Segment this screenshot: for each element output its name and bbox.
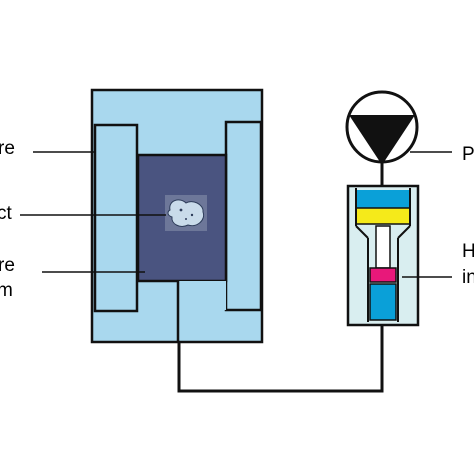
label-right-1: P bbox=[462, 144, 474, 165]
vessel-bottom-channel bbox=[178, 281, 226, 310]
label-left-2: ct bbox=[0, 203, 13, 224]
connecting-pipe bbox=[177, 323, 384, 393]
yellow-piston-plate bbox=[355, 207, 411, 225]
sample-blob-icon bbox=[165, 195, 207, 231]
vessel-right-plug bbox=[224, 120, 263, 312]
label-left-3b: m bbox=[0, 280, 13, 301]
cylinder-top-chamber bbox=[356, 190, 410, 208]
label-left-3a: re bbox=[0, 255, 15, 276]
pressure-vessel bbox=[90, 88, 264, 344]
funnel-triangle-icon bbox=[349, 115, 415, 165]
vessel-left-plug bbox=[93, 123, 139, 313]
pump bbox=[345, 90, 419, 188]
piston-rod bbox=[375, 225, 391, 269]
label-left-1: re bbox=[0, 138, 15, 159]
lower-pressure-chamber bbox=[369, 283, 397, 321]
label-right-2a: H bbox=[462, 241, 474, 262]
magenta-seal bbox=[369, 267, 397, 283]
intensifier-cylinder bbox=[346, 184, 420, 327]
label-right-2b: in bbox=[462, 267, 474, 288]
